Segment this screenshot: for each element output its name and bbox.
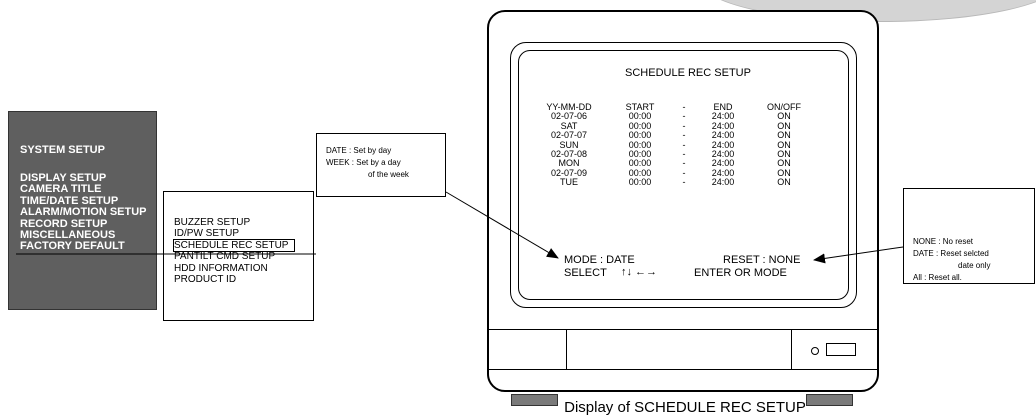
system-setup-menu: SYSTEM SETUP DISPLAY SETUP CAMERA TITLE … <box>8 111 157 310</box>
table-row[interactable]: 02-07-07 00:00 - 24:00 ON <box>530 130 818 141</box>
note-date-line-2: date only <box>958 261 991 270</box>
monitor-foot-right <box>806 394 853 406</box>
table-row[interactable]: 02-07-09 00:00 - 24:00 ON <box>530 167 818 178</box>
cell-start: 00:00 <box>628 177 652 188</box>
table-row[interactable]: SUN 00:00 - 24:00 ON <box>530 139 818 150</box>
cell-end: 24:00 <box>711 120 735 131</box>
monitor-foot-left <box>511 394 558 406</box>
power-button[interactable] <box>826 343 856 356</box>
cell-start: 00:00 <box>628 130 652 141</box>
column-header-on-off: ON/OFF <box>767 102 801 112</box>
table-row[interactable]: TUE 00:00 - 24:00 ON <box>530 177 818 188</box>
menu-item-factory-default[interactable]: FACTORY DEFAULT <box>20 240 125 253</box>
cell-date: 02-07-07 <box>550 130 588 141</box>
system-setup-title: SYSTEM SETUP <box>20 144 105 156</box>
submenu-item-pantilt-cmd-setup[interactable]: PANTILT CMD SETUP <box>174 251 276 263</box>
cell-separator: - <box>682 149 686 160</box>
cell-end: 24:00 <box>711 139 735 150</box>
note-none-line: NONE : No reset <box>913 237 974 246</box>
cell-start: 00:00 <box>628 120 652 131</box>
cell-end: 24:00 <box>711 111 735 122</box>
cell-end: 24:00 <box>711 167 735 178</box>
monitor-panel-divider-left <box>566 329 567 370</box>
column-header-date: YY-MM-DD <box>546 102 592 112</box>
cell-on-off: ON <box>777 167 791 178</box>
mode-note-box: DATE : Set by day WEEK : Set by a day of… <box>316 133 446 197</box>
column-header-start: START <box>625 102 655 112</box>
reset-field[interactable]: RESET : NONE <box>723 254 801 266</box>
table-row[interactable]: MON 00:00 - 24:00 ON <box>530 158 818 169</box>
cell-separator: - <box>682 158 686 169</box>
cell-date: TUE <box>560 177 578 188</box>
note-week-line-2: of the week <box>368 170 409 179</box>
monitor-panel-divider <box>487 329 879 330</box>
table-row[interactable]: 02-07-08 00:00 - 24:00 ON <box>530 149 818 160</box>
cell-date: 02-07-09 <box>550 167 588 178</box>
submenu-item-product-id[interactable]: PRODUCT ID <box>174 274 237 286</box>
cell-start: 00:00 <box>628 158 652 169</box>
cell-separator: - <box>682 120 686 131</box>
table-row[interactable]: 02-07-06 00:00 - 24:00 ON <box>530 111 818 122</box>
menu-item-time-date-setup[interactable]: TIME/DATE SETUP <box>20 194 119 207</box>
monitor-panel-divider-right <box>791 329 792 370</box>
cell-on-off: ON <box>777 149 791 160</box>
cell-date: MON <box>558 158 580 169</box>
cell-date: SUN <box>559 139 579 150</box>
cell-date: SAT <box>560 120 578 131</box>
power-led-icon <box>811 347 819 355</box>
note-week-line: WEEK : Set by a day <box>326 158 401 167</box>
cell-end: 24:00 <box>711 149 735 160</box>
submenu-item-schedule-rec-setup[interactable]: SCHEDULE REC SETUP <box>172 238 296 253</box>
cell-separator: - <box>682 139 686 150</box>
cell-start: 00:00 <box>628 139 652 150</box>
reset-note-box: NONE : No reset DATE : Reset selcted dat… <box>903 188 1035 284</box>
select-hint: SELECT <box>564 267 607 279</box>
cell-start: 00:00 <box>628 167 652 178</box>
note-date-line: DATE : Reset selcted <box>913 249 989 258</box>
cell-end: 24:00 <box>711 177 735 188</box>
monitor-screen <box>518 50 849 300</box>
menu-item-display-setup[interactable]: DISPLAY SETUP <box>20 172 107 184</box>
cell-date: 02-07-08 <box>550 149 588 160</box>
cell-start: 00:00 <box>628 149 652 160</box>
cell-end: 24:00 <box>711 130 735 141</box>
mode-field[interactable]: MODE : DATE <box>564 254 635 266</box>
note-all-line: All : Reset all. <box>913 273 962 282</box>
cell-separator: - <box>682 167 686 178</box>
cell-on-off: ON <box>777 130 791 141</box>
menu-item-alarm-motion-setup[interactable]: ALARM/MOTION SETUP <box>20 206 147 219</box>
cell-on-off: ON <box>777 139 791 150</box>
miscellaneous-submenu: BUZZER SETUP ID/PW SETUP SCHEDULE REC SE… <box>163 191 314 321</box>
cell-on-off: ON <box>777 111 791 122</box>
cell-separator: - <box>682 130 686 141</box>
cell-on-off: ON <box>777 158 791 169</box>
monitor-base-line <box>487 369 879 370</box>
column-header-end: END <box>713 102 733 112</box>
cell-end: 24:00 <box>711 158 735 169</box>
figure-caption: Display of SCHEDULE REC SETUP <box>564 399 806 416</box>
cell-on-off: ON <box>777 177 791 188</box>
submenu-item-hdd-information[interactable]: HDD INFORMATION <box>174 262 268 274</box>
menu-item-record-setup[interactable]: RECORD SETUP <box>20 217 108 230</box>
menu-item-camera-title[interactable]: CAMERA TITLE <box>20 183 102 196</box>
screen-title: SCHEDULE REC SETUP <box>625 67 751 79</box>
table-row[interactable]: SAT 00:00 - 24:00 ON <box>530 120 818 131</box>
note-date-line: DATE : Set by day <box>326 146 392 155</box>
table-header-row: YY-MM-DD START - END ON/OFF <box>530 102 818 112</box>
submenu-item-id-pw-setup[interactable]: ID/PW SETUP <box>174 228 240 240</box>
menu-item-miscellaneous[interactable]: MISCELLANEOUS <box>20 229 116 242</box>
schedule-table: YY-MM-DD START - END ON/OFF 02-07-06 00:… <box>530 102 818 188</box>
cell-on-off: ON <box>777 120 791 131</box>
enter-or-mode-hint: ENTER OR MODE <box>694 267 787 279</box>
cell-separator: - <box>682 177 686 188</box>
column-header-separator: - <box>682 102 686 112</box>
submenu-item-buzzer-setup[interactable]: BUZZER SETUP <box>174 217 251 228</box>
arrow-keys-icon: ↑↓ ←→ <box>621 266 658 278</box>
cell-date: 02-07-06 <box>550 111 588 122</box>
cell-separator: - <box>682 111 686 122</box>
cell-start: 00:00 <box>628 111 652 122</box>
